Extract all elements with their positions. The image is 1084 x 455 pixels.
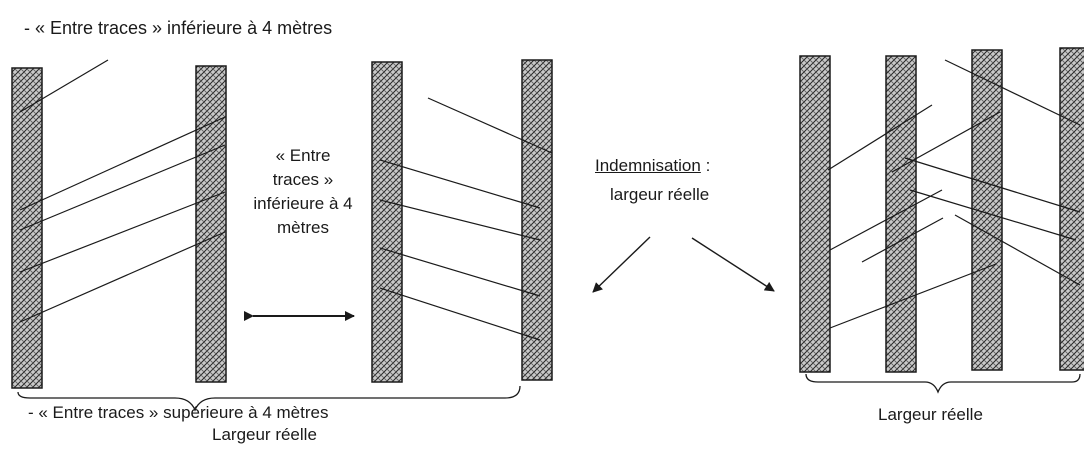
indemnisation-heading: Indemnisation : — [595, 157, 710, 174]
title-top: - « Entre traces » inférieure à 4 mètres — [24, 18, 333, 38]
diagonal-line — [19, 191, 226, 273]
diagonal-line — [829, 189, 943, 251]
diagonal-line — [954, 214, 1081, 286]
diagonal-line — [379, 287, 541, 341]
diagonal-line — [909, 189, 1077, 241]
mid-label: « Entre traces » inférieure à 4 mètres — [228, 147, 378, 243]
arrow-down-right — [691, 237, 775, 292]
hatched-track-2 — [195, 65, 227, 383]
diagonal-line — [19, 231, 226, 323]
arrow-down-left — [592, 236, 651, 293]
diagonal-line — [379, 199, 541, 241]
mid-label-line: mètres — [277, 218, 329, 237]
hatched-track-6 — [885, 55, 917, 373]
indemnisation-value: largeur réelle — [610, 185, 710, 204]
diagonal-line — [19, 116, 226, 211]
right-tracks — [799, 47, 1084, 373]
indemnisation-colon: : — [700, 156, 711, 175]
hatched-track-3 — [371, 61, 403, 383]
mid-label-line: traces » — [272, 170, 334, 189]
diagonal-line — [19, 59, 109, 113]
left-diagonals — [19, 59, 553, 341]
hatched-track-1 — [11, 67, 43, 389]
diagonal-line — [829, 263, 997, 329]
diagonal-line — [427, 97, 553, 154]
diagonal-line — [379, 159, 541, 209]
bottom-left-line1: - « Entre traces » supérieure à 4 mètres — [28, 403, 329, 422]
diagonal-line — [891, 111, 1001, 173]
diagonal-line — [944, 59, 1081, 126]
diagonal-line — [861, 217, 944, 263]
hatched-track-5 — [799, 55, 831, 373]
mid-label-line: inférieure à 4 — [253, 194, 353, 213]
right-diagonals — [827, 59, 1081, 329]
indemnisation-word: Indemnisation — [595, 156, 701, 175]
diagonal-line — [827, 104, 933, 171]
bottom-right-label: Largeur réelle — [878, 405, 983, 424]
diagonal-line — [379, 247, 541, 297]
diagonal-line — [19, 144, 226, 231]
bracket-right — [805, 373, 1081, 394]
diagonal-line — [904, 157, 1081, 213]
bracket-left — [17, 385, 521, 412]
bottom-left-line2: Largeur réelle — [212, 425, 317, 444]
hatched-track-4 — [521, 59, 553, 381]
left-tracks — [11, 59, 553, 389]
mid-label-line: « Entre — [275, 146, 331, 165]
